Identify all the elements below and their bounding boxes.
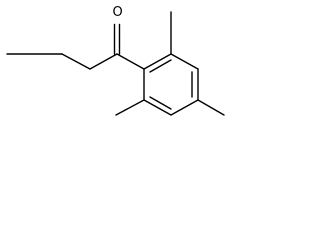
chemical-structure-canvas: O	[0, 0, 248, 132]
bond-carbonyl-to-ring	[116, 53, 145, 70]
ring-bond-4-5	[170, 99, 199, 116]
methyl-bond-bottom-left	[115, 99, 145, 116]
ring-inner-double-3	[149, 96, 172, 110]
ring-bond-5-6	[143, 99, 172, 116]
skeletal-formula: O	[6, 5, 225, 116]
methyl-bond-bottom-right	[197, 99, 225, 116]
oxygen-atom-label: O	[113, 5, 123, 20]
bond-carbonyl-to-chain	[89, 53, 118, 70]
ring-inner-double-1	[149, 59, 172, 73]
bond-chain-c2-c3	[61, 53, 91, 70]
ring-bond-1-2	[143, 53, 172, 70]
ring-bond-2-3	[170, 53, 199, 70]
